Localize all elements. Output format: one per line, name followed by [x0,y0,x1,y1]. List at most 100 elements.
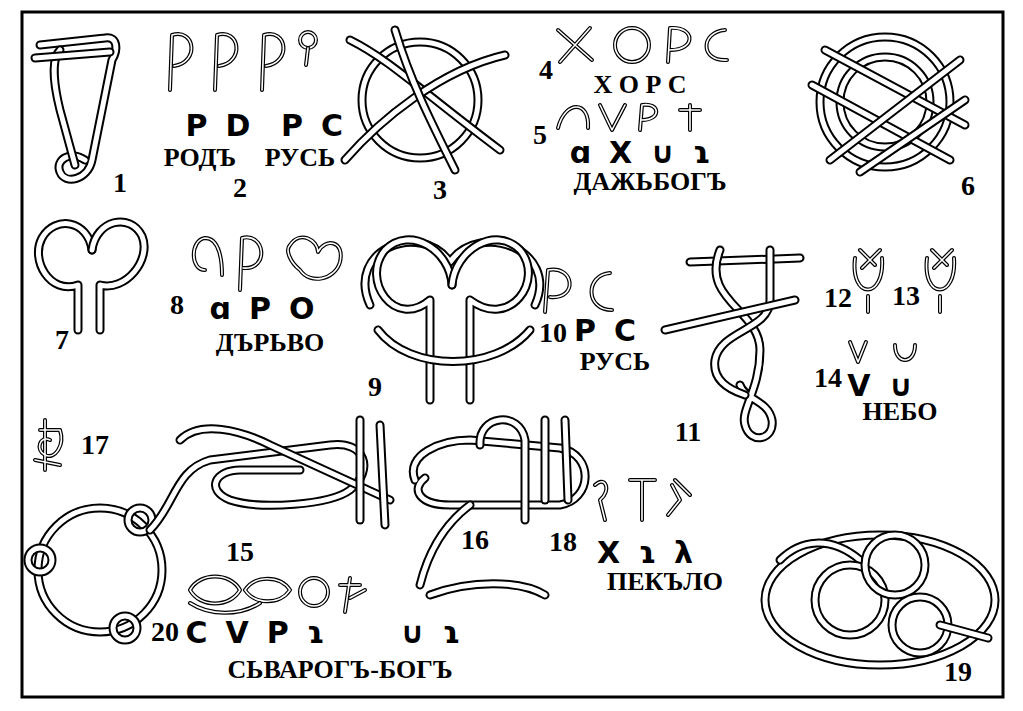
rope-outline [306,48,308,65]
rope-outline [865,535,925,595]
word-label: СЬВАРОГЪ-БОГЪ [227,655,452,685]
rope-core [690,258,800,262]
rope-outline [92,222,144,330]
rope-outline [54,50,75,165]
rope-outline [190,577,240,604]
rope-core [377,240,452,400]
knot-drawings [28,28,995,665]
rope-core [706,30,727,60]
rope-outline [541,420,550,500]
word-label: ДАЖЬБОГЪ [573,167,726,197]
rope-outline [668,28,690,62]
rope-outline [35,420,61,470]
rope-core [395,30,455,170]
rope-core [665,300,795,330]
rope-core [715,250,770,395]
rope-core [35,420,61,470]
callout-number: 15 [226,536,254,568]
word-label: РОДЪ [164,143,236,173]
rope-core [850,342,866,362]
rope-outline [300,32,316,48]
rope-outline [715,250,770,395]
rope-outline [927,250,955,312]
rope-outline [690,258,800,262]
rope-outline [850,342,866,362]
callout-number: 13 [892,280,920,312]
rope-core [668,480,690,515]
rope-outline [765,535,995,665]
rope-outline [150,444,364,530]
rope-core [380,425,385,525]
rope-outline [35,52,110,58]
rope-outline [28,548,52,572]
rope-core [190,603,260,613]
rope-core [940,625,988,638]
rope-outline [194,238,222,275]
glyph-label: P D [186,108,251,143]
rope-core [113,616,137,640]
callout-number: 19 [944,656,972,688]
frame [22,12,1003,697]
rope-core [765,535,995,665]
rope-core [630,480,655,520]
rope-core [595,482,606,520]
rope-outline [38,224,92,330]
rope-core [615,28,649,62]
rope-core [54,50,75,165]
rope-outline [245,579,290,602]
word-label: РУСЬ [580,347,650,377]
callout-number: 3 [433,174,447,206]
rope-outline [855,250,883,312]
rope-core [300,578,328,606]
callout-number: 4 [539,54,553,86]
rope-outline [895,345,915,360]
callout-number: 8 [170,289,184,321]
rope-core [190,577,240,604]
callout-number: 1 [113,167,127,199]
rope-outline [640,105,656,130]
callout-number: 16 [461,524,489,556]
rope-core [300,32,316,48]
rope-outline [668,480,690,515]
rope-outline [600,105,625,130]
rope-core [480,420,525,520]
rope-core [543,420,548,500]
rope-core [855,250,883,312]
rope-outline [300,578,328,606]
rope-core [170,34,191,90]
rope-core [240,237,261,290]
rope-outline [288,237,341,278]
rope-core [340,578,365,612]
callout-number: 20 [151,616,179,648]
rope-outline [262,34,283,90]
rope-core [92,222,144,330]
rope-outline [815,565,885,635]
rope-core [306,48,308,65]
callout-number: 14 [814,362,842,394]
glyph-label: P C [574,313,636,348]
rope-outline [940,625,988,638]
word-label: ПЕКЪЛО [607,567,723,597]
rope-core [378,330,530,362]
rope-outline [452,240,528,400]
rope-outline [565,420,568,500]
rope-core [680,105,700,130]
rope-core [245,579,290,602]
glyph-label: ɑ X ∪ ɿ [570,135,711,170]
rope-core [558,107,588,128]
rope-core [668,28,690,62]
rope-outline [630,480,655,520]
rope-core [38,508,162,632]
rope-outline [395,30,455,170]
rope-outline [378,330,530,362]
rope-outline [591,273,612,310]
rope-outline [680,105,700,130]
rope-outline [356,420,365,520]
rope-core [358,420,363,520]
rope-core [640,105,656,130]
rope-outline [706,30,727,60]
rope-core [288,237,341,278]
callout-number: 18 [549,526,577,558]
glyph-label: ∪ ɿ [400,615,460,650]
